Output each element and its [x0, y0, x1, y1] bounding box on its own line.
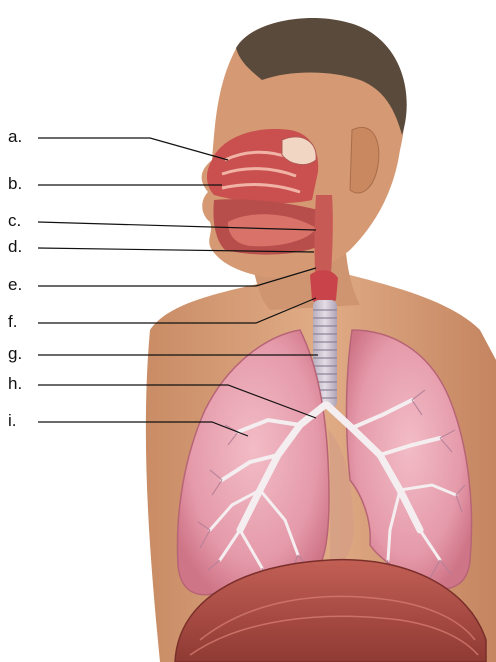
label-c: c. — [8, 212, 21, 229]
label-e: e. — [8, 276, 22, 293]
label-b: b. — [8, 175, 22, 192]
label-a: a. — [8, 128, 22, 145]
label-f: f. — [8, 313, 17, 330]
label-g: g. — [8, 345, 22, 362]
leader-line-a — [38, 138, 228, 160]
label-d: d. — [8, 238, 22, 255]
label-h: h. — [8, 375, 22, 392]
label-i: i. — [8, 412, 17, 429]
